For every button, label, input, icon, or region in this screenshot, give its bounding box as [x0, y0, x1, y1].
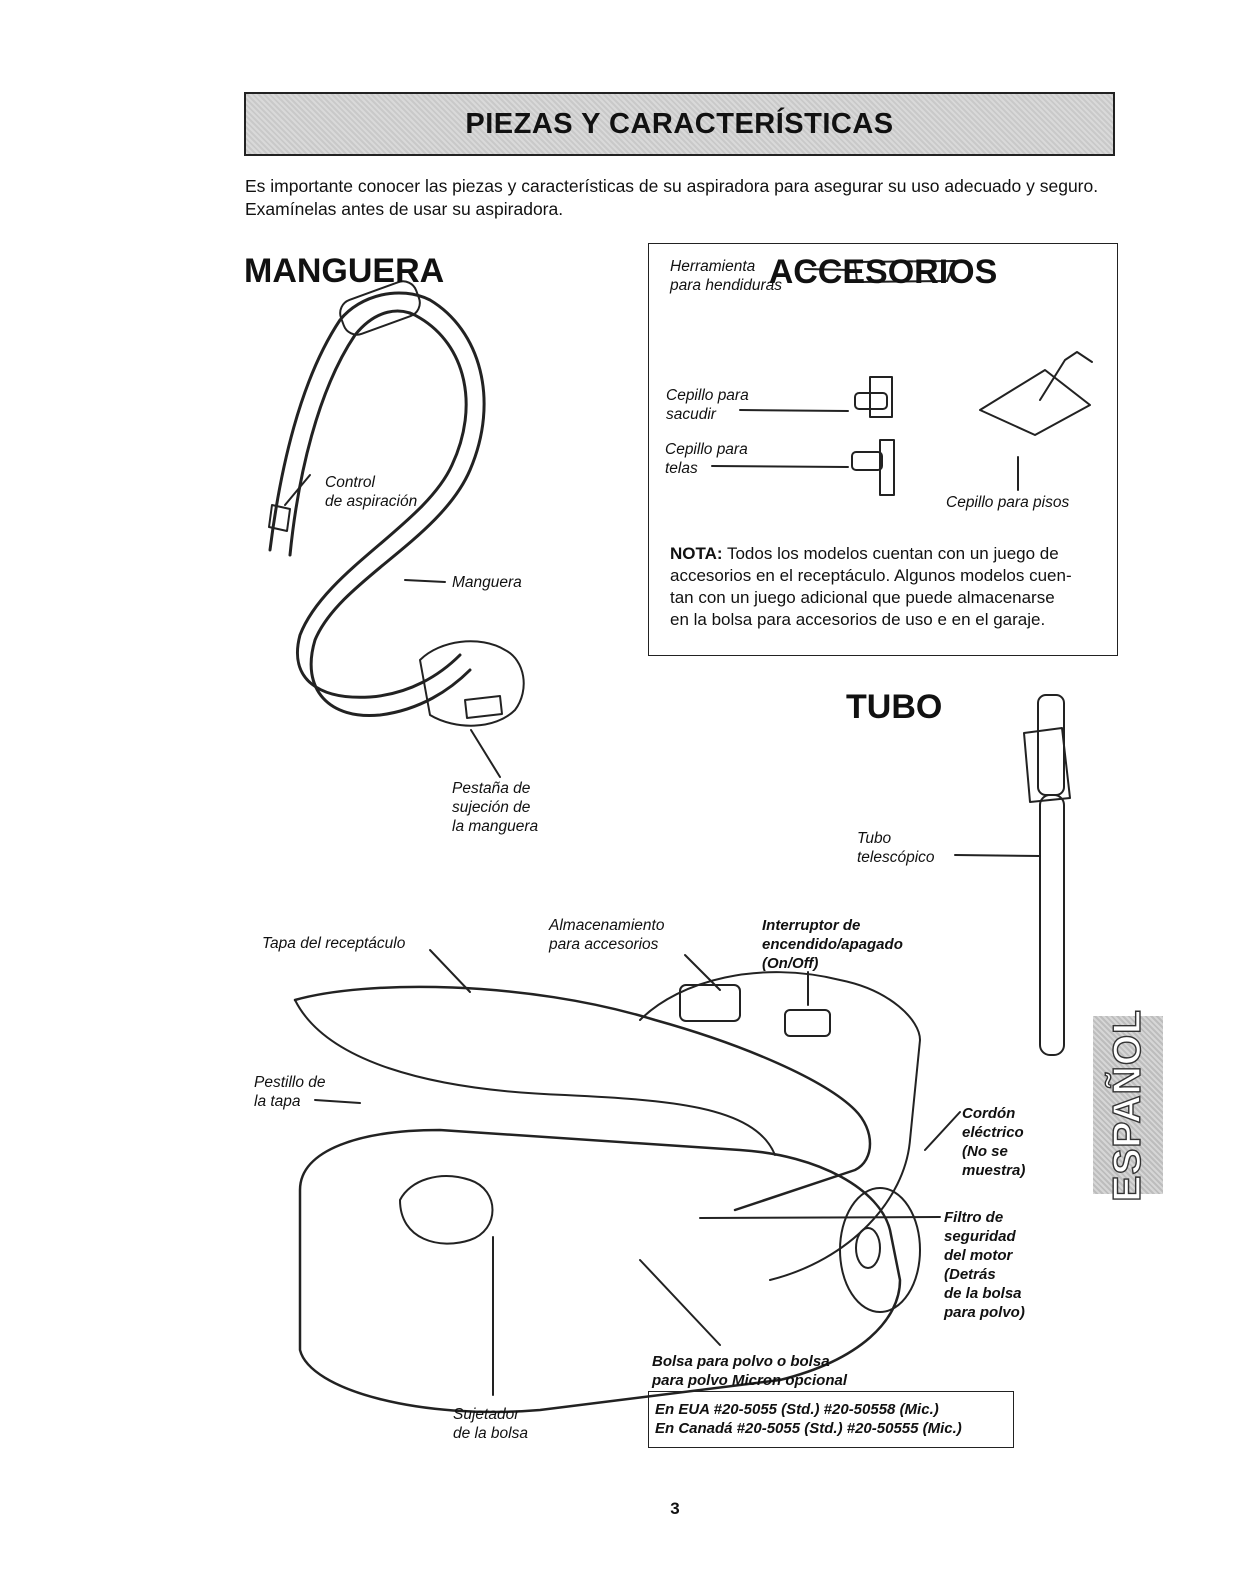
filter-line-2: seguridad — [944, 1228, 1016, 1245]
note-paragraph: NOTA: Todos los modelos cuentan con un j… — [670, 543, 1095, 631]
dusting-line-2: sacudir — [666, 406, 716, 423]
storage-label: Almacenamiento para accesorios — [549, 916, 664, 954]
switch-line-1: Interruptor de — [762, 917, 861, 934]
note-line-4: en la bolsa para accesorios de uso e en … — [670, 610, 1046, 629]
telescopic-tube-label: Tubo telescópico — [857, 829, 935, 867]
language-tab-label: ESPAÑOL — [1105, 1008, 1149, 1202]
suction-control-line-2: de aspiración — [325, 493, 418, 510]
cord-line-2: eléctrico — [962, 1124, 1024, 1141]
upholstery-brush-label: Cepillo para telas — [665, 440, 748, 478]
suction-control-label: Control de aspiración — [325, 473, 417, 511]
lid-latch-label: Pestillo de la tapa — [254, 1073, 326, 1111]
tube-illustration — [955, 695, 1070, 1055]
upholstery-line-1: Cepillo para — [665, 441, 748, 458]
dusting-brush-label: Cepillo para sacudir — [666, 386, 749, 424]
note-line-2: accesorios en el receptáculo. Algunos mo… — [670, 566, 1072, 585]
hose-tab-line-1: Pestaña de — [452, 780, 531, 797]
note-text-1: Todos los modelos cuentan con un juego d… — [722, 544, 1059, 563]
part-canada: En Canadá #20-5055 (Std.) #20-50555 (Mic… — [655, 1420, 962, 1437]
dusting-line-1: Cepillo para — [666, 387, 749, 404]
latch-line-1: Pestillo de — [254, 1074, 326, 1091]
note-line-3: tan con un juego adicional que puede alm… — [670, 588, 1055, 607]
tube-line-1: Tubo — [857, 830, 892, 847]
manguera-heading: MANGUERA — [244, 252, 445, 290]
lid-label: Tapa del receptáculo — [262, 935, 406, 952]
bag-line-2: para polvo Micron opcional — [652, 1372, 848, 1389]
part-numbers-box — [648, 1391, 1014, 1448]
crevice-line-1: Herramienta — [670, 258, 756, 275]
accesorios-heading: ACCESORIOS — [768, 253, 998, 291]
bag-holder-label: Sujetador de la bolsa — [453, 1405, 528, 1443]
intro-paragraph: Es importante conocer las piezas y carac… — [245, 175, 1115, 221]
section-banner: PIEZAS Y CARACTERÍSTICAS — [244, 92, 1115, 156]
crevice-line-2: para hendiduras — [670, 277, 783, 294]
hose-label: Manguera — [452, 574, 522, 591]
cord-line-1: Cordón — [962, 1105, 1016, 1122]
crevice-tool-label: Herramienta para hendiduras — [670, 257, 782, 295]
suction-control-line-1: Control — [325, 474, 375, 491]
switch-line-3: (On/Off) — [762, 955, 819, 972]
switch-line-2: encendido/apagado — [762, 936, 903, 953]
hose-tab-line-2: sujeción de — [452, 799, 531, 816]
intro-line-1: Es importante conocer las piezas y carac… — [245, 176, 1099, 196]
storage-line-1: Almacenamiento — [549, 917, 665, 934]
note-label: NOTA: — [670, 544, 723, 563]
note-line-1: NOTA: Todos los modelos cuentan con un j… — [670, 543, 1095, 565]
holder-line-1: Sujetador — [453, 1406, 520, 1423]
page-number: 3 — [670, 1499, 680, 1518]
accessories-illustration — [712, 261, 1092, 495]
hose-illustration — [269, 277, 524, 777]
floor-brush-label: Cepillo para pisos — [946, 494, 1070, 511]
bag-line-1: Bolsa para polvo o bolsa — [652, 1353, 830, 1370]
upholstery-line-2: telas — [665, 460, 698, 477]
accessories-box — [648, 243, 1118, 656]
tube-line-2: telescópico — [857, 849, 935, 866]
part-numbers: En EUA #20-5055 (Std.) #20-50558 (Mic.) … — [655, 1400, 962, 1438]
storage-line-2: para accesorios — [549, 936, 659, 953]
filter-line-1: Filtro de — [944, 1209, 1004, 1226]
hose-tab-line-3: la manguera — [452, 818, 539, 835]
switch-label: Interruptor de encendido/apagado (On/Off… — [762, 916, 903, 973]
dust-bag-label: Bolsa para polvo o bolsa para polvo Micr… — [652, 1352, 847, 1390]
filter-line-3: del motor — [944, 1247, 1013, 1264]
motor-filter-label: Filtro de seguridad del motor (Detrás de… — [944, 1208, 1025, 1322]
intro-line-2: Examínelas antes de usar su aspiradora. — [245, 199, 564, 219]
power-cord-label: Cordón eléctrico (No se muestra) — [962, 1104, 1025, 1180]
canister-illustration — [295, 950, 960, 1412]
page-title: PIEZAS Y CARACTERÍSTICAS — [465, 107, 894, 140]
cord-line-4: muestra) — [962, 1162, 1026, 1179]
filter-line-5: de la bolsa — [944, 1285, 1022, 1302]
holder-line-2: de la bolsa — [453, 1425, 528, 1442]
filter-line-4: (Detrás — [944, 1266, 996, 1283]
language-tab: ESPAÑOL — [1093, 1008, 1163, 1202]
latch-line-2: la tapa — [254, 1093, 301, 1110]
tubo-heading: TUBO — [846, 688, 943, 726]
part-usa: En EUA #20-5055 (Std.) #20-50558 (Mic.) — [655, 1401, 939, 1418]
hose-tab-label: Pestaña de sujeción de la manguera — [452, 779, 538, 836]
cord-line-3: (No se — [962, 1143, 1008, 1160]
filter-line-6: para polvo) — [944, 1304, 1025, 1321]
